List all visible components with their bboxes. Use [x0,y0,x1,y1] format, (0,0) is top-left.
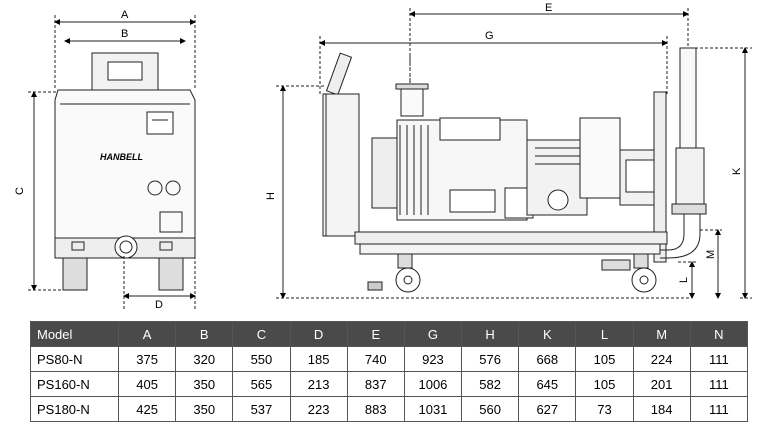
table-cell: 224 [632,346,691,372]
table-cell: 537 [232,396,291,422]
table-cell: 668 [518,346,577,372]
table-cell: 350 [175,396,234,422]
table-cell: 111 [689,371,749,397]
dim-label-l: L [678,277,690,283]
table-cell: 550 [232,346,291,372]
column-header: Model [30,321,119,347]
dim-label-e: E [545,2,552,14]
table-cell: 223 [289,396,348,422]
table-cell: 923 [403,346,463,372]
column-header: G [403,321,463,347]
table-cell: PS160-N [30,371,119,397]
table-cell: 375 [117,346,177,372]
table-cell: 883 [346,396,405,422]
column-header: M [632,321,691,347]
dim-label-c: C [14,187,26,195]
table-cell: 645 [518,371,577,397]
table-cell: 73 [575,396,634,422]
table-cell: 185 [289,346,348,372]
table-cell: 105 [575,346,634,372]
column-header: N [689,321,749,347]
column-header: D [289,321,348,347]
table-cell: 201 [632,371,691,397]
dim-label-d: D [155,299,163,310]
table-row: PS180-N 425 350 537 223 883 1031 560 627… [30,396,749,422]
column-header: C [232,321,291,347]
table-cell: 213 [289,371,348,397]
table-header-row: Model A B C D E G H K L M N [30,321,749,347]
table-row: PS160-N 405 350 565 213 837 1006 582 645… [30,371,749,397]
table-cell: 627 [518,396,577,422]
dim-label-m: M [705,250,717,259]
table-cell: PS80-N [30,346,119,372]
dim-label-a: A [121,9,129,21]
column-header: H [461,321,520,347]
column-header: L [575,321,634,347]
technical-drawing: HANBELL A B C D [14,2,752,310]
dim-label-k: K [731,167,743,175]
table-cell: 1006 [403,371,463,397]
table-cell: 565 [232,371,291,397]
brand-logo: HANBELL [100,152,143,162]
dim-label-h: H [265,192,277,200]
column-header: K [518,321,577,347]
spec-table: Model A B C D E G H K L M N PS80-N 375 3… [30,321,749,422]
side-view [276,8,752,299]
table-row: PS80-N 375 320 550 185 740 923 576 668 1… [30,346,749,372]
table-cell: 837 [346,371,405,397]
dim-label-b: B [121,28,128,40]
table-cell: 405 [117,371,177,397]
front-view [28,15,196,310]
table-cell: 425 [117,396,177,422]
table-cell: 105 [575,371,634,397]
table-cell: PS180-N [30,396,119,422]
table-cell: 350 [175,371,234,397]
table-cell: 1031 [403,396,463,422]
table-cell: 582 [461,371,520,397]
column-header: A [117,321,177,347]
table-cell: 740 [346,346,405,372]
table-cell: 576 [461,346,520,372]
table-cell: 111 [689,346,749,372]
table-cell: 111 [689,396,749,422]
dim-label-g: G [485,30,494,42]
column-header: E [346,321,405,347]
column-header: B [175,321,234,347]
table-cell: 184 [632,396,691,422]
table-cell: 560 [461,396,520,422]
table-cell: 320 [175,346,234,372]
